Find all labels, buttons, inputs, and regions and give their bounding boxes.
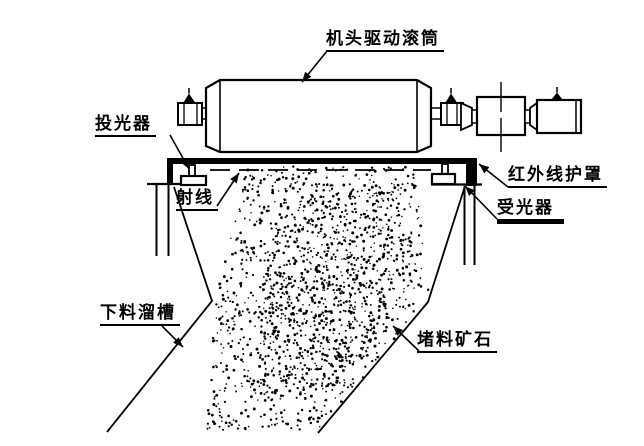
material-dots: [206, 165, 430, 431]
receiver-device: [430, 163, 457, 186]
motor: [535, 87, 583, 135]
frame-legs: [155, 184, 476, 265]
right-bearing: [431, 88, 464, 126]
leader-projector: [169, 134, 190, 170]
leader-blocked-ore: [392, 325, 420, 352]
left-bearing: [177, 88, 206, 126]
coupling-left: [460, 101, 478, 132]
label-projector: 投光器: [95, 115, 156, 137]
label-receiver: 受光器: [497, 199, 564, 224]
chute-walls: [106, 185, 466, 434]
leader-lines: [161, 50, 509, 352]
gearbox: [475, 82, 527, 152]
leader-receiver: [464, 185, 498, 220]
drive-drum: [204, 78, 433, 154]
leader-discharge-chute: [161, 325, 184, 348]
coupling-right: [524, 101, 538, 132]
label-infrared-cover: 红外线护罩: [508, 166, 607, 188]
leader-infrared-cover: [478, 163, 509, 188]
label-ray: 射线: [176, 189, 218, 211]
leader-ray: [216, 172, 240, 207]
label-blocked-ore: 堵料矿石: [417, 331, 497, 353]
leader-drive-drum: [301, 50, 328, 83]
projector-device: [179, 164, 208, 187]
label-drive-drum: 机头驱动滚筒: [326, 30, 444, 52]
label-discharge-chute: 下料溜槽: [100, 304, 180, 326]
